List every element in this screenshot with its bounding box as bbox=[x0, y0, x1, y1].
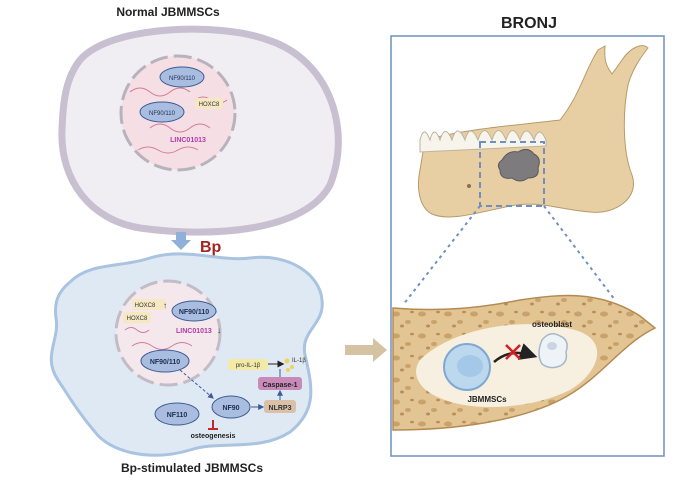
osteoblast-nucleus bbox=[547, 342, 557, 350]
to-bronj-arrow bbox=[345, 338, 387, 362]
nf90-110-nuclear-protein bbox=[171, 300, 217, 322]
stimulated-cell-title: Bp-stimulated JBMMSCs bbox=[121, 461, 263, 475]
nlrp3-box bbox=[264, 400, 296, 413]
osteoblast-cell bbox=[538, 333, 568, 369]
hoxc8-box bbox=[195, 98, 223, 109]
il-1b-particle bbox=[286, 368, 290, 372]
export-arrow bbox=[179, 369, 214, 399]
jbmmsc-nucleus bbox=[457, 355, 483, 377]
jbmmscs-label: JBMMSCs bbox=[467, 395, 507, 404]
il-1b-particle bbox=[290, 365, 294, 369]
hoxc8-box bbox=[123, 312, 151, 323]
blocked-cross-icon bbox=[505, 344, 521, 360]
normal-rna-strands bbox=[129, 87, 228, 154]
linc01013-label: LINC01013 bbox=[176, 328, 212, 335]
pro-il-1b-box bbox=[228, 359, 268, 370]
nf90-110-protein bbox=[159, 66, 205, 88]
zoom-line-right bbox=[543, 205, 616, 301]
nf110-protein bbox=[154, 402, 200, 426]
osteoblast-label: osteoblast bbox=[532, 320, 572, 329]
bronj-title: BRONJ bbox=[501, 15, 557, 32]
nf90-110-protein bbox=[139, 101, 185, 123]
hoxc8-label: HOXC8 bbox=[127, 316, 148, 322]
osteogenesis-label: osteogenesis bbox=[191, 433, 236, 440]
nlrp3-label: NLRP3 bbox=[269, 405, 292, 412]
necrotic-bone-lesion bbox=[497, 148, 540, 182]
hoxc8-up-box bbox=[132, 299, 166, 310]
down-arrow-icon: ↓ bbox=[217, 326, 221, 335]
bp-down-arrow bbox=[171, 232, 191, 250]
il-1b-particle bbox=[284, 358, 290, 364]
nf90-label: NF90 bbox=[222, 405, 239, 412]
nf90-110-label: NF90/110 bbox=[149, 111, 176, 117]
zoom-box bbox=[479, 141, 545, 207]
mental-foramen bbox=[467, 184, 471, 188]
linc01013-label: LINC01013 bbox=[170, 137, 206, 144]
inhibition-mark bbox=[208, 420, 218, 430]
up-arrow-icon: ↑ bbox=[163, 301, 167, 310]
nf90-110-label: NF90/110 bbox=[150, 359, 180, 366]
caspase-1-label: Caspase-1 bbox=[262, 382, 297, 389]
nf90-protein bbox=[211, 395, 251, 419]
pro-il-1b-label: pro-IL-1β bbox=[236, 363, 261, 369]
nf90-110-cytoplasmic-protein bbox=[140, 349, 190, 373]
hoxc8-up-label: HOXC8 bbox=[135, 303, 156, 309]
il-1b-label: IL-1β bbox=[292, 358, 306, 364]
bp-label: Bp bbox=[200, 239, 222, 256]
normal-cell-title: Normal JBMMSCs bbox=[116, 5, 220, 19]
mandible bbox=[418, 45, 649, 218]
nf110-label: NF110 bbox=[167, 412, 188, 419]
hoxc8-label: HOXC8 bbox=[199, 102, 220, 108]
caspase-1-box bbox=[258, 377, 302, 390]
nf90-110-label: NF90/110 bbox=[169, 76, 196, 82]
nf90-110-label: NF90/110 bbox=[179, 309, 209, 316]
